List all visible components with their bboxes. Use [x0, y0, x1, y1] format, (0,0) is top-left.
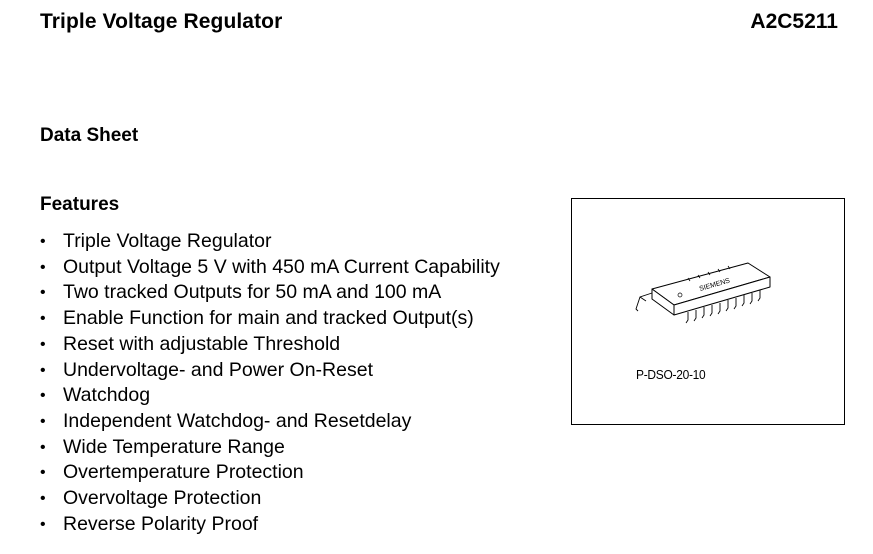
bullet-icon: •	[40, 464, 46, 482]
data-sheet-heading: Data Sheet	[40, 125, 139, 146]
bullet-icon: •	[40, 412, 46, 430]
bullet-icon: •	[40, 490, 46, 508]
feature-item: • Reverse Polarity Proof	[40, 512, 500, 538]
feature-text: Output Voltage 5 V with 450 mA Current C…	[63, 255, 500, 278]
feature-text: Reset with adjustable Threshold	[63, 332, 341, 355]
part-number: A2C5211	[750, 10, 838, 33]
feature-item: • Two tracked Outputs for 50 mA and 100 m…	[40, 280, 500, 306]
feature-item: • Overvoltage Protection	[40, 486, 500, 512]
bullet-icon: •	[40, 310, 46, 328]
feature-item: • Output Voltage 5 V with 450 mA Current …	[40, 255, 500, 281]
features-heading: Features	[40, 194, 120, 215]
feature-text: Independent Watchdog- and Resetdelay	[63, 409, 412, 432]
bullet-icon: •	[40, 438, 46, 456]
bullet-icon: •	[40, 335, 46, 353]
feature-item: • Overtemperature Protection	[40, 460, 500, 486]
package-figure: SIEMENS P-DSO-20-10	[571, 198, 845, 425]
feature-text: Wide Temperature Range	[63, 435, 285, 458]
feature-text: Two tracked Outputs for 50 mA and 100 mA	[63, 281, 442, 304]
bullet-icon: •	[40, 284, 46, 302]
feature-text: Triple Voltage Regulator	[63, 230, 272, 252]
feature-list: • Triple Voltage Regulator • Output Voltag…	[40, 229, 500, 537]
feature-text: Overvoltage Protection	[63, 487, 262, 510]
feature-item: • Undervoltage- and Power On-Reset	[40, 358, 500, 384]
feature-item: • Enable Function for main and tracked Ou…	[40, 306, 500, 332]
bullet-icon: •	[40, 233, 46, 250]
bullet-icon: •	[40, 387, 46, 405]
feature-item: • Triple Voltage Regulator	[40, 229, 500, 255]
feature-item: • Watchdog	[40, 383, 500, 409]
package-label: P-DSO-20-10	[636, 367, 706, 382]
document-title: Triple Voltage Regulator	[40, 10, 283, 33]
chip-package-icon: SIEMENS	[635, 262, 771, 324]
bullet-icon: •	[40, 258, 46, 276]
feature-item: • Independent Watchdog- and Resetdelay	[40, 409, 500, 435]
feature-text: Reverse Polarity Proof	[63, 512, 259, 535]
feature-text: Watchdog	[63, 384, 151, 407]
feature-text: Overtemperature Protection	[63, 461, 304, 484]
bullet-icon: •	[40, 361, 46, 379]
feature-item: • Wide Temperature Range	[40, 435, 500, 461]
feature-text: Undervoltage- and Power On-Reset	[63, 358, 373, 381]
feature-text: Enable Function for main and tracked Out…	[63, 307, 474, 330]
bullet-icon: •	[40, 515, 46, 533]
feature-item: • Reset with adjustable Threshold	[40, 332, 500, 358]
